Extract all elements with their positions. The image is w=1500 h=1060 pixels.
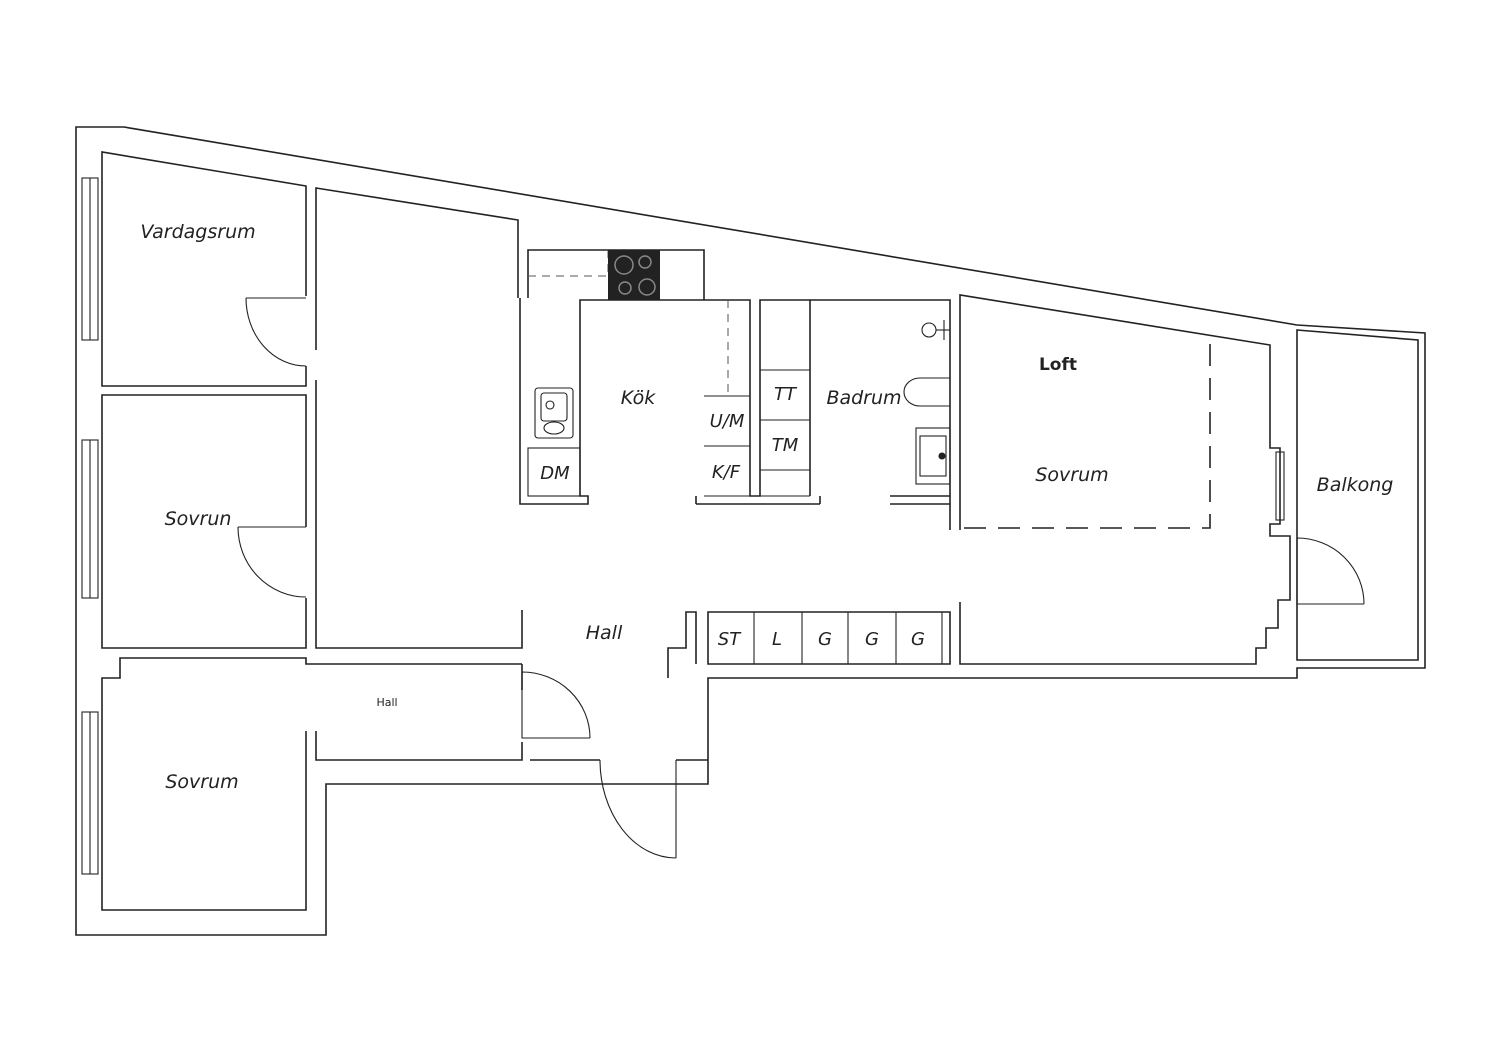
storage-row — [707, 611, 951, 665]
st-label: ST — [718, 629, 742, 650]
balkong-label: Balkong — [1317, 474, 1394, 496]
kok-label: Kök — [621, 387, 656, 409]
loft-walls — [959, 294, 1291, 665]
kitchen-right-dividers — [704, 369, 810, 497]
g2-label: G — [865, 629, 879, 650]
hall-walls — [667, 611, 697, 678]
washbasin-icon — [915, 427, 951, 485]
tm-label: TM — [772, 435, 799, 456]
sovrum-bottom-walls — [101, 657, 522, 911]
outer-wall — [75, 126, 1426, 936]
vardagsrum-door — [245, 297, 307, 367]
entrance-door — [599, 759, 677, 859]
g3-label: G — [911, 629, 925, 650]
l-label: L — [772, 629, 782, 650]
badrum-label: Badrum — [826, 387, 901, 409]
vardagsrum-walls — [101, 151, 307, 387]
um-label: U/M — [710, 411, 745, 432]
loft-dash — [964, 340, 1211, 529]
hall-small-label: Hall — [376, 696, 397, 709]
balkong-door — [1296, 537, 1365, 605]
badrum-walls — [810, 299, 951, 530]
shower-icon — [921, 320, 950, 340]
kf-label: K/F — [712, 462, 741, 483]
stove-burners — [614, 255, 656, 296]
g1-label: G — [818, 629, 832, 650]
sovrum-loft-label: Sovrum — [1035, 464, 1108, 486]
loft-label: Loft — [1039, 355, 1077, 375]
hall-main-label: Hall — [586, 622, 623, 644]
kitchen-counter-dash — [528, 250, 609, 277]
sovrun-door — [237, 526, 307, 598]
living-walls — [315, 187, 523, 649]
tt-label: TT — [774, 384, 798, 405]
sovrum-bottom-label: Sovrum — [165, 771, 238, 793]
sink-icon — [534, 387, 574, 439]
sovrun-walls — [101, 394, 307, 649]
loft-window — [1275, 451, 1285, 521]
windows-left — [81, 177, 99, 875]
storage-dividers — [753, 612, 943, 664]
hall-corridor-walls — [315, 664, 523, 761]
vardagsrum-label: Vardagsrum — [140, 221, 255, 243]
stove-icon — [608, 250, 660, 300]
dishwasher — [527, 447, 581, 497]
toilet-icon — [903, 377, 950, 407]
dm-label: DM — [540, 463, 570, 484]
hall-corridor-door — [521, 671, 591, 739]
sovrun-label: Sovrun — [165, 508, 232, 530]
